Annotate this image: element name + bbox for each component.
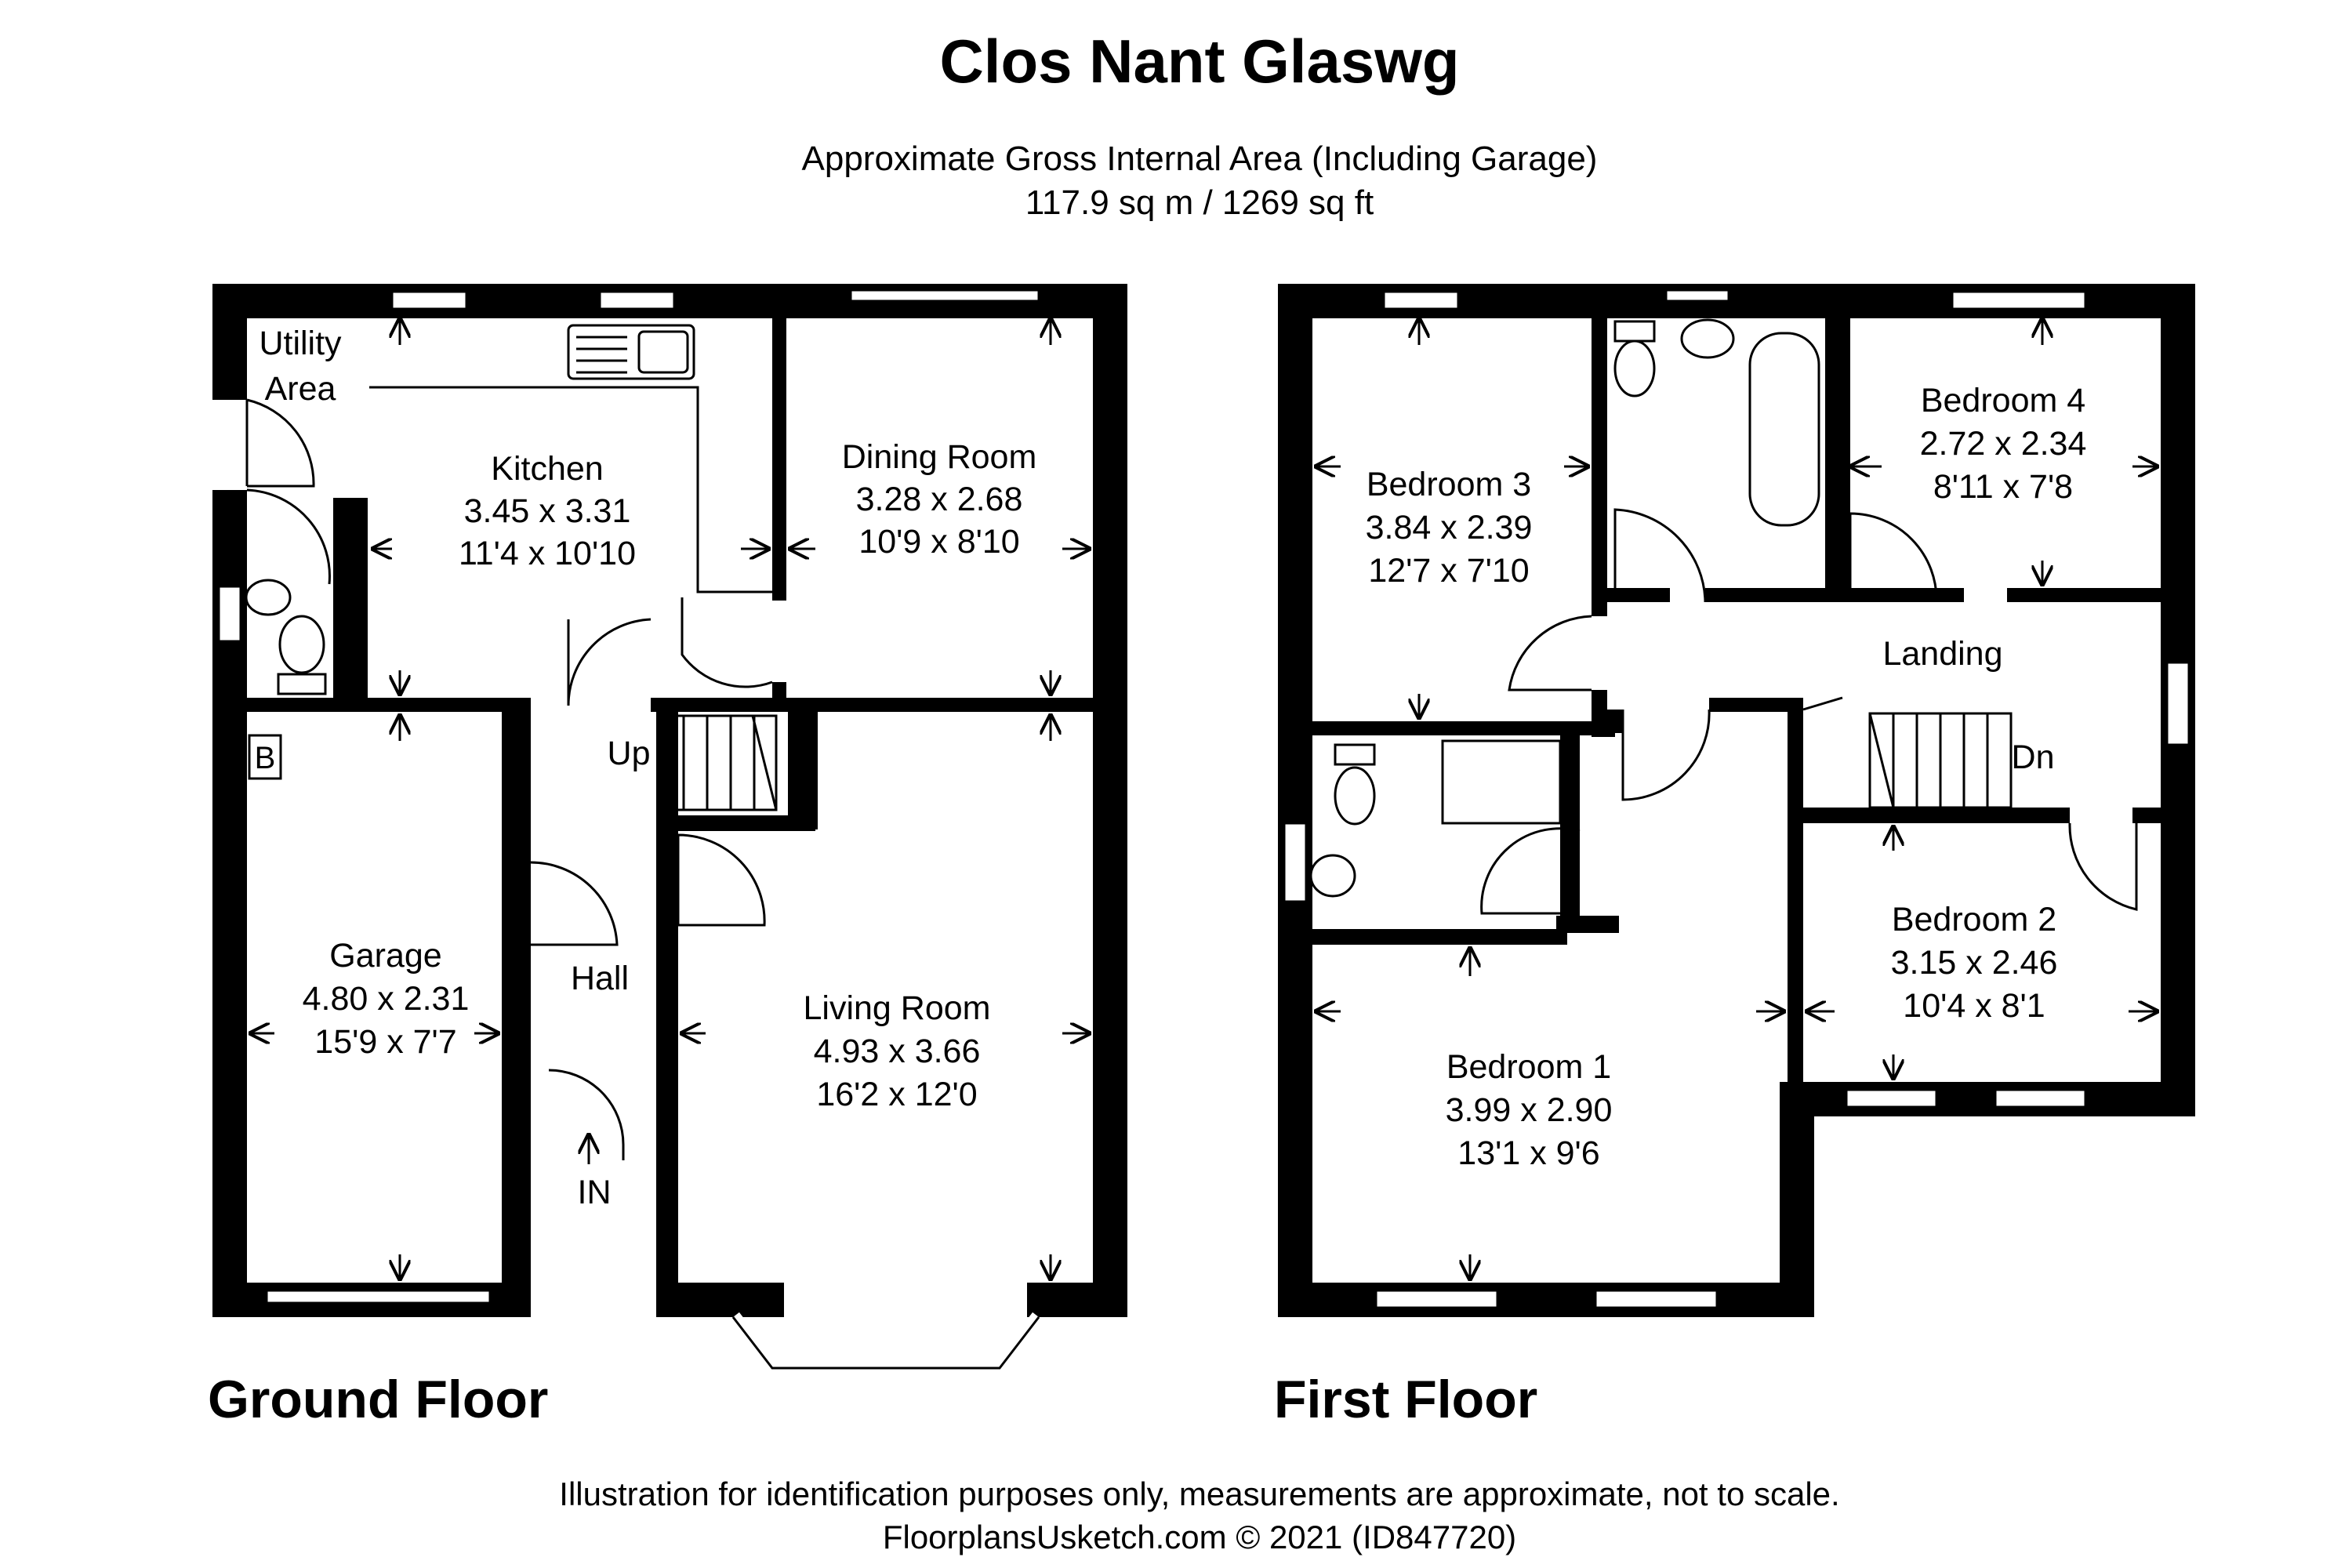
kitchen-metric: 3.45 x 3.31 bbox=[464, 492, 631, 530]
bedroom4-metric: 2.72 x 2.34 bbox=[1920, 425, 2087, 463]
ground-floor-windows bbox=[217, 289, 1040, 1305]
shower bbox=[1441, 739, 1562, 825]
living-metric: 4.93 x 3.66 bbox=[814, 1033, 981, 1070]
ground-dimension-arrows bbox=[249, 317, 1091, 1281]
first-floor-walls bbox=[1278, 284, 2195, 1317]
bedroom1-imperial: 13'1 x 9'6 bbox=[1457, 1134, 1599, 1172]
disclaimer: Illustration for identification purposes… bbox=[559, 1475, 1839, 1512]
bedroom2-metric: 3.15 x 2.46 bbox=[1891, 944, 2058, 982]
area-label: Approximate Gross Internal Area (Includi… bbox=[802, 140, 1598, 178]
first-floor-doors bbox=[1480, 508, 2138, 915]
bathroom-fixtures bbox=[1309, 318, 1820, 898]
kitchen-imperial: 11'4 x 10'10 bbox=[459, 535, 636, 572]
garage-metric: 4.80 x 2.31 bbox=[303, 980, 470, 1018]
kitchen-fittings bbox=[369, 324, 772, 593]
garage-imperial: 15'9 x 7'7 bbox=[314, 1023, 456, 1061]
ensuite-basin bbox=[1309, 854, 1356, 898]
entrance-label: IN bbox=[578, 1174, 612, 1211]
toilet bbox=[278, 615, 325, 674]
basin bbox=[245, 579, 292, 616]
ground-stairs bbox=[659, 714, 778, 811]
hall-label: Hall bbox=[571, 960, 629, 997]
first-floor-dimension-arrows bbox=[1314, 317, 2159, 1281]
bath bbox=[1748, 332, 1820, 527]
dining-name: Dining Room bbox=[842, 438, 1037, 476]
first-floor-stairs bbox=[1868, 712, 2013, 809]
boiler-box bbox=[248, 734, 282, 780]
bedroom3-name: Bedroom 3 bbox=[1367, 466, 1531, 503]
utility-label-1: Utility bbox=[259, 325, 342, 362]
living-name: Living Room bbox=[804, 989, 991, 1027]
up-label: Up bbox=[608, 735, 651, 772]
utility-label-2: Area bbox=[265, 370, 336, 408]
bedroom3-metric: 3.84 x 2.39 bbox=[1366, 509, 1533, 546]
boiler-label: B bbox=[255, 741, 276, 775]
garage-name: Garage bbox=[329, 937, 441, 975]
ground-doors bbox=[245, 398, 773, 1160]
bedroom2-imperial: 10'4 x 8'1 bbox=[1903, 987, 2045, 1025]
ensuite-toilet bbox=[1334, 766, 1376, 826]
first-floor-label: First Floor bbox=[1274, 1370, 1537, 1429]
bedroom2-name: Bedroom 2 bbox=[1892, 901, 2056, 938]
plan-title: Clos Nant Glaswg bbox=[939, 27, 1459, 96]
bedroom3-imperial: 12'7 x 7'10 bbox=[1368, 552, 1529, 590]
dn-label: Dn bbox=[2012, 739, 2055, 776]
kitchen-name: Kitchen bbox=[491, 450, 603, 488]
bay-window bbox=[727, 1283, 1045, 1376]
credit: FloorplansUsketch.com © 2021 (ID847720) bbox=[883, 1519, 1516, 1555]
bedroom1-metric: 3.99 x 2.90 bbox=[1446, 1091, 1613, 1129]
living-imperial: 16'2 x 12'0 bbox=[816, 1076, 977, 1113]
ground-floor-label: Ground Floor bbox=[208, 1370, 548, 1429]
dining-imperial: 10'9 x 8'10 bbox=[858, 523, 1019, 561]
bedroom4-imperial: 8'11 x 7'8 bbox=[1933, 468, 2073, 506]
toilet bbox=[1613, 339, 1656, 397]
landing-label: Landing bbox=[1882, 635, 2002, 673]
bedroom1-name: Bedroom 1 bbox=[1446, 1048, 1611, 1086]
dining-metric: 3.28 x 2.68 bbox=[856, 481, 1023, 518]
ground-wc-fixtures bbox=[245, 579, 327, 695]
bedroom4-name: Bedroom 4 bbox=[1921, 382, 2085, 419]
area-value: 117.9 sq m / 1269 sq ft bbox=[1025, 183, 1374, 222]
first-floor-windows bbox=[1283, 289, 2190, 1309]
